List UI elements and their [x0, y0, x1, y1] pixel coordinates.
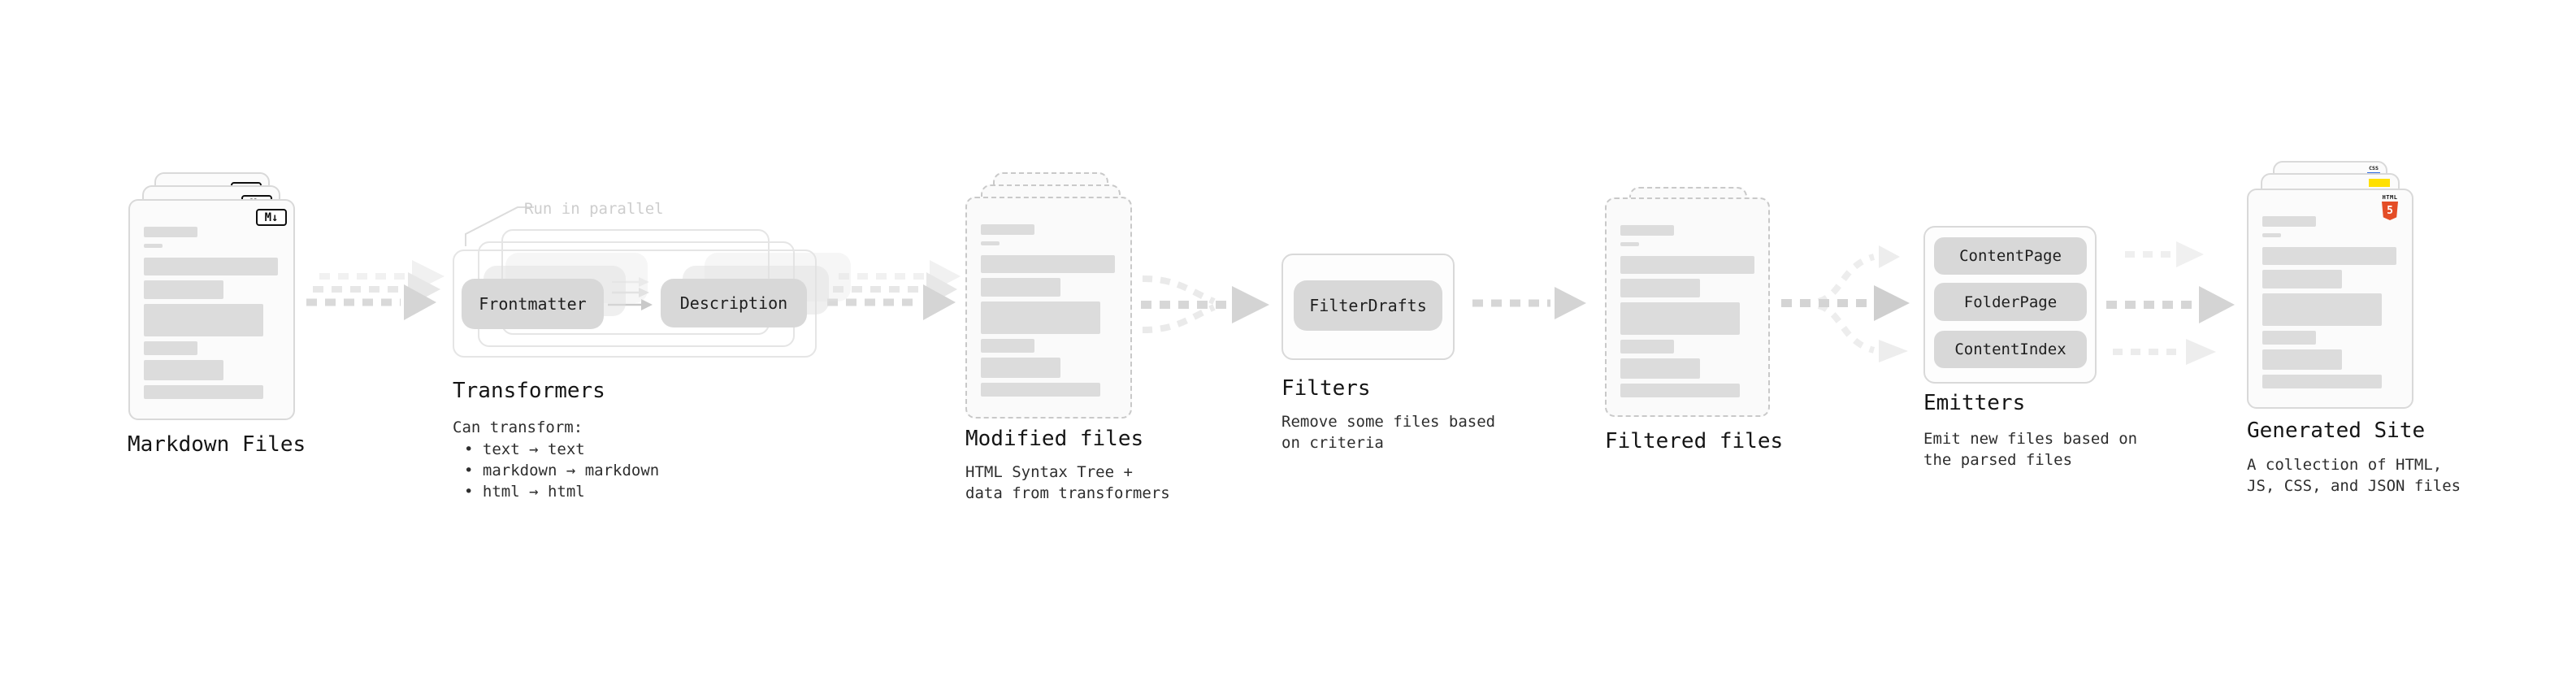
- html5-icon: HTML 5: [2381, 194, 2399, 220]
- transformers-title: Transformers: [453, 379, 605, 403]
- skeleton-line: [1620, 256, 1754, 274]
- generated-site-stack: CSS HTML 5: [2247, 161, 2442, 413]
- contentpage-pill: ContentPage: [1934, 237, 2087, 275]
- skeleton-line: [2262, 331, 2316, 345]
- skeleton-line: [144, 304, 263, 336]
- skeleton-line: [2262, 233, 2281, 237]
- css-icon-label: CSS: [2369, 165, 2379, 171]
- skeleton-line: [981, 358, 1060, 378]
- skeleton-line: [1620, 340, 1674, 354]
- js-icon: [2369, 179, 2390, 187]
- filtered-files-stack: [1605, 187, 1800, 431]
- filters-desc: Remove some files based: [1281, 413, 1496, 431]
- modified-files-desc: data from transformers: [965, 484, 1170, 502]
- markdown-file-card: M↓: [128, 199, 295, 420]
- filters-desc: on criteria: [1281, 434, 1384, 452]
- arrow-markdown-to-transformers: [306, 260, 445, 320]
- generated-site-desc: JS, CSS, and JSON files: [2247, 477, 2461, 495]
- skeleton-line: [2262, 216, 2316, 227]
- skeleton-line: [2262, 375, 2382, 388]
- emitters-title: Emitters: [1923, 391, 2026, 415]
- folderpage-pill: FolderPage: [1934, 283, 2087, 321]
- skeleton-line: [144, 258, 278, 275]
- description-pill: Description: [661, 279, 807, 327]
- skeleton-line: [981, 301, 1100, 334]
- filters-title: Filters: [1281, 376, 1371, 401]
- skeleton-line: [1620, 242, 1639, 246]
- skeleton-line: [144, 227, 197, 237]
- emitters-desc: Emit new files based on: [1923, 430, 2138, 448]
- arrow-filters-to-filtered: [1472, 287, 1586, 319]
- filtered-files-title: Filtered files: [1605, 429, 1784, 453]
- generated-site-title: Generated Site: [2247, 419, 2426, 443]
- arrow-emitters-to-generated: [2106, 241, 2235, 365]
- skeleton-line: [1620, 225, 1674, 236]
- skeleton-line: [1620, 302, 1740, 335]
- skeleton-line: [2262, 349, 2342, 370]
- skeleton-line: [144, 385, 263, 399]
- skeleton-line: [1620, 384, 1740, 397]
- modified-files-desc: HTML Syntax Tree +: [965, 463, 1133, 481]
- skeleton-line: [981, 255, 1115, 273]
- frontmatter-pill: Frontmatter: [462, 279, 604, 329]
- markdown-files-stack: M↓ M↓ M↓: [128, 172, 323, 424]
- skeleton-line: [2262, 270, 2342, 288]
- markdown-icon: M↓: [256, 209, 287, 226]
- arrow-filtered-to-emitters: [1781, 245, 1910, 362]
- transformers-bullet: • html → html: [464, 483, 585, 501]
- skeleton-line: [144, 280, 223, 299]
- skeleton-line: [981, 224, 1034, 235]
- modified-files-title: Modified files: [965, 427, 1144, 451]
- contentindex-pill: ContentIndex: [1934, 331, 2087, 368]
- filterdrafts-pill: FilterDrafts: [1294, 280, 1442, 331]
- generated-site-desc: A collection of HTML,: [2247, 456, 2443, 474]
- skeleton-line: [981, 339, 1034, 353]
- markdown-files-title: Markdown Files: [128, 432, 306, 457]
- filtered-file-card: [1605, 197, 1770, 417]
- emitters-desc: the parsed files: [1923, 451, 2073, 469]
- modified-file-card: [965, 197, 1132, 419]
- skeleton-line: [144, 360, 223, 380]
- skeleton-line: [1620, 279, 1700, 297]
- run-in-parallel-note: Run in parallel: [524, 200, 664, 218]
- skeleton-line: [981, 278, 1060, 297]
- html5-icon-label: HTML: [2382, 194, 2398, 201]
- transformers-desc-heading: Can transform:: [453, 419, 583, 436]
- skeleton-line: [144, 244, 163, 248]
- skeleton-line: [2262, 247, 2396, 265]
- skeleton-line: [981, 383, 1100, 397]
- skeleton-line: [1620, 358, 1700, 379]
- html5-icon-shield: 5: [2382, 202, 2398, 220]
- modified-files-stack: [965, 172, 1160, 424]
- skeleton-line: [144, 341, 197, 355]
- skeleton-line: [981, 241, 1000, 245]
- skeleton-line: [2262, 293, 2382, 326]
- transformers-bullet: • markdown → markdown: [464, 462, 660, 479]
- generated-file-card: HTML 5: [2247, 189, 2413, 409]
- transformers-bullet: • text → text: [464, 440, 585, 458]
